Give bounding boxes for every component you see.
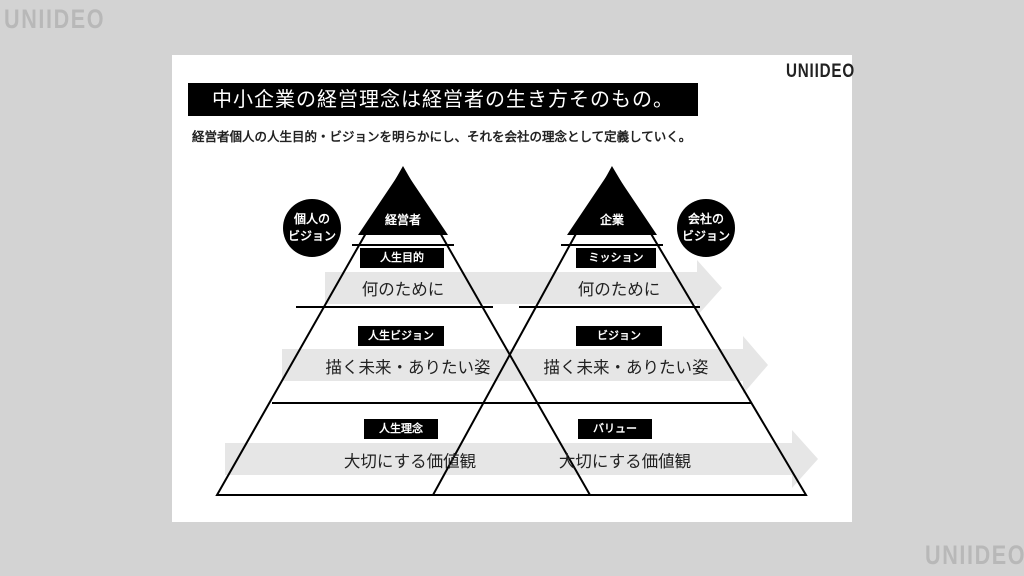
right-pyramid-shape	[431, 165, 808, 496]
arrow-row-3	[225, 430, 818, 488]
right-apex-label: 企業	[599, 213, 624, 227]
right-level-1-tag: ミッション	[576, 248, 656, 268]
right-level-3-text: 大切にする価値観	[558, 452, 692, 471]
watermark-top-left: UNIIDEO	[4, 4, 106, 34]
left-level-3-text: 大切にする価値観	[343, 452, 477, 471]
left-level-3-tag: 人生理念	[364, 419, 438, 439]
watermark-bottom-right: UNIIDEO	[925, 540, 1024, 570]
left-level-2-text: 描く未来・ありたい姿	[325, 358, 491, 377]
right-level-2-tag: ビジョン	[576, 326, 662, 346]
left-apex-label: 経営者	[384, 213, 421, 227]
slide-subtitle: 経営者個人の人生目的・ビジョンを明らかにし、それを会社の理念として定義していく。	[192, 129, 692, 144]
company-vision-badge: 会社の ビジョン	[677, 199, 735, 257]
arrow-row-1	[325, 260, 722, 316]
brand-logo: UNIIDEO	[786, 61, 855, 82]
right-level-3-tag: バリュー	[578, 419, 652, 439]
right-level-2-text: 描く未来・ありたい姿	[543, 358, 709, 377]
right-level-1-text: 何のために	[577, 280, 661, 299]
personal-vision-badge: 個人の ビジョン	[283, 199, 341, 257]
left-level-1-tag: 人生目的	[360, 248, 444, 268]
left-level-1-text: 何のために	[361, 280, 445, 299]
left-level-2-tag: 人生ビジョン	[358, 326, 444, 346]
arrow-row-2	[282, 336, 768, 394]
slide-title: 中小企業の経営理念は経営者の生き方そのもの。	[188, 83, 698, 116]
